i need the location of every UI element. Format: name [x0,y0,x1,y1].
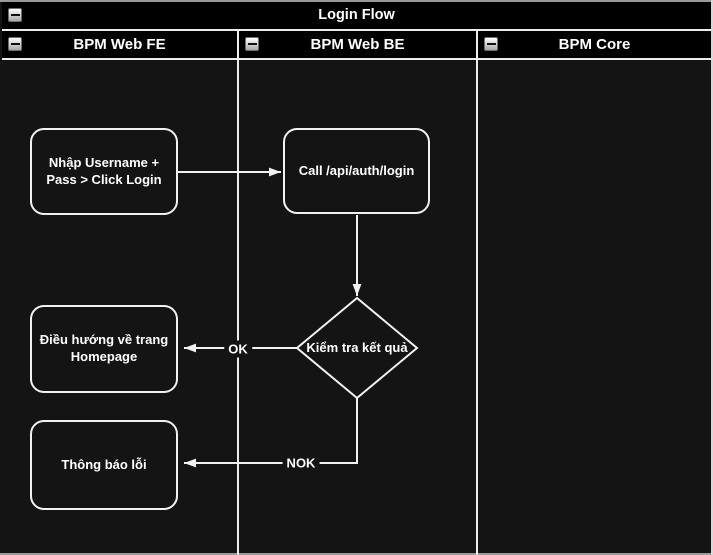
pool-collapse-icon[interactable] [8,8,22,22]
lane-core-collapse-icon[interactable] [484,37,498,51]
node-error-message[interactable]: Thông báo lỗi [30,420,178,510]
node-error-message-label: Thông báo lỗi [61,456,147,472]
edge-ok-label: OK [224,340,252,358]
lane-title-bpm-web-fe: BPM Web FE [73,36,166,53]
lane-header-bpm-web-fe[interactable]: BPM Web FE [2,31,237,58]
lane-divider-be-core [476,31,478,555]
lane-divider-fe-be [237,31,239,555]
pool-right-border [711,0,713,555]
decision-diamond-shape[interactable] [295,296,419,400]
node-login-input-label: Nhập Username + Pass > Click Login [46,154,162,187]
node-call-api-label: Call /api/auth/login [298,162,415,178]
pool-bottom-border [0,553,713,555]
lane-header-separator [2,58,711,60]
lane-title-bpm-core: BPM Core [558,36,631,53]
edge-nok-label: NOK [282,454,320,472]
pool-titlebar[interactable]: Login Flow [2,2,711,29]
minus-glyph [10,43,20,45]
edge-nok[interactable] [184,398,358,468]
node-login-input[interactable]: Nhập Username + Pass > Click Login [30,128,178,215]
pool-title: Login Flow [318,7,395,23]
node-go-homepage-label: Điều hướng về trang Homepage [39,332,169,364]
lane-title-bpm-web-be: BPM Web BE [310,36,405,53]
pool-title-separator [2,29,711,31]
lane-be-collapse-icon[interactable] [245,37,259,51]
minus-glyph [247,43,257,45]
lane-header-bpm-web-be[interactable]: BPM Web BE [239,31,476,58]
lane-header-bpm-core[interactable]: BPM Core [478,31,711,58]
lane-fe-collapse-icon[interactable] [8,37,22,51]
node-call-api[interactable]: Call /api/auth/login [283,128,430,214]
decision-diamond-label: Kiểm tra kết quả [306,340,408,355]
minus-glyph [10,14,20,16]
minus-glyph [486,43,496,45]
pool-top-border [0,0,713,2]
node-go-homepage[interactable]: Điều hướng về trang Homepage [30,305,178,393]
